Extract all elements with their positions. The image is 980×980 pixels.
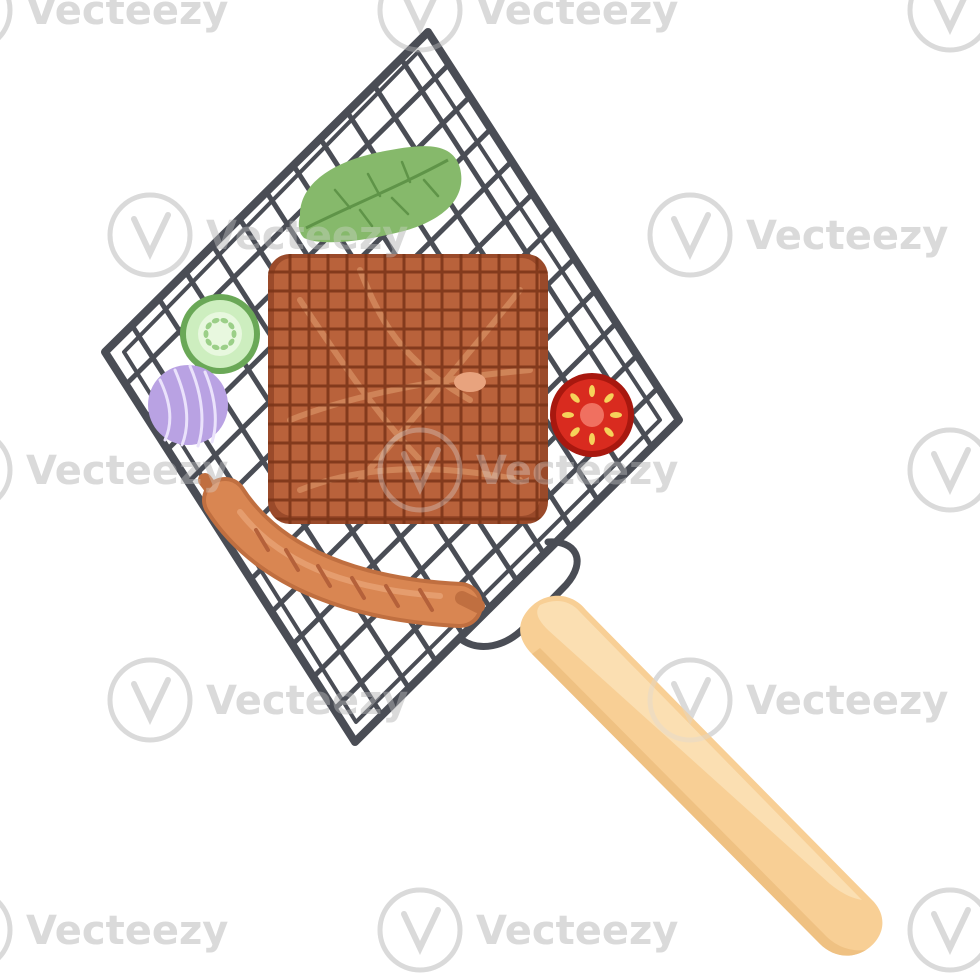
- vecteezy-logo-icon: Vecteezy: [647, 192, 948, 278]
- sausage-mark: [316, 564, 332, 588]
- watermark-text: Vecteezy: [476, 908, 678, 954]
- vecteezy-logo-icon: Vecteezy: [647, 192, 948, 278]
- lettuce-leaf-icon: [298, 146, 462, 243]
- cucumber-seed: [231, 330, 237, 338]
- tomato-seed: [610, 412, 622, 418]
- sausage-icon: [198, 473, 485, 628]
- watermark-text: Vecteezy: [26, 0, 228, 34]
- vecteezy-logo-icon: Vecteezy: [907, 427, 980, 513]
- watermark-text: Vecteezy: [26, 908, 228, 954]
- vecteezy-logo-icon: Vecteezy: [377, 0, 678, 53]
- tomato-seed: [604, 427, 614, 437]
- cucumber-seed: [211, 318, 220, 324]
- cucumber-seed: [203, 330, 209, 338]
- cucumber-seed: [220, 318, 229, 324]
- watermark-text: Vecteezy: [746, 213, 948, 259]
- sausage-mark: [284, 548, 300, 572]
- tomato-seed: [589, 385, 595, 397]
- cucumber-seed: [220, 344, 229, 350]
- tomato-seed: [604, 393, 614, 403]
- sausage-mark: [254, 528, 270, 552]
- watermark-text: Vecteezy: [476, 0, 678, 34]
- watermark-text: Vecteezy: [746, 213, 948, 259]
- watermark-text: Vecteezy: [26, 0, 228, 34]
- sausage-mark: [418, 588, 434, 612]
- vecteezy-logo-icon: Vecteezy: [0, 0, 228, 41]
- wooden-handle-icon: [520, 595, 883, 956]
- vecteezy-logo-icon: Vecteezy: [907, 887, 980, 973]
- vecteezy-logo-icon: Vecteezy: [107, 657, 408, 743]
- tomato-seed: [562, 412, 574, 418]
- sausage-mark: [350, 576, 366, 600]
- vecteezy-logo-icon: Vecteezy: [0, 899, 228, 961]
- watermark-text: Vecteezy: [476, 0, 678, 34]
- cucumber-seed: [211, 344, 220, 350]
- vecteezy-logo-icon: Vecteezy: [907, 427, 980, 513]
- watermark-text: Vecteezy: [476, 908, 678, 954]
- watermark-text: Vecteezy: [746, 678, 948, 724]
- tomato-seed: [589, 433, 595, 445]
- vecteezy-logo-icon: Vecteezy: [907, 0, 980, 53]
- vecteezy-logo-icon: Vecteezy: [107, 192, 408, 278]
- vecteezy-logo-icon: Vecteezy: [907, 887, 980, 973]
- tomato-seed: [570, 393, 580, 403]
- handle-wire-loop: [458, 538, 581, 650]
- cucumber-seed: [205, 322, 212, 330]
- cucumber-seed: [228, 338, 235, 346]
- vecteezy-logo-icon: Vecteezy: [647, 657, 948, 743]
- vecteezy-logo-icon: Vecteezy: [0, 439, 228, 501]
- tomato-seed: [570, 427, 580, 437]
- vecteezy-logo-icon: Vecteezy: [0, 0, 228, 41]
- vecteezy-logo-icon: Vecteezy: [647, 657, 948, 743]
- tomato-slice-icon: [550, 373, 634, 457]
- vecteezy-logo-icon: Vecteezy: [377, 427, 678, 513]
- vecteezy-logo-icon: Vecteezy: [107, 657, 408, 743]
- onion-slice-icon: [148, 364, 228, 448]
- cucumber-seed: [228, 322, 235, 330]
- vecteezy-logo-icon: Vecteezy: [377, 887, 678, 973]
- cucumber-seed: [205, 338, 212, 346]
- vecteezy-logo-icon: Vecteezy: [377, 887, 678, 973]
- watermark-text: Vecteezy: [26, 448, 228, 494]
- watermark-text: Vecteezy: [26, 908, 228, 954]
- watermark-text: Vecteezy: [746, 678, 948, 724]
- watermark-text: Vecteezy: [206, 678, 408, 724]
- watermark-text: Vecteezy: [476, 448, 678, 494]
- steak-icon: [268, 254, 548, 524]
- vecteezy-logo-icon: Vecteezy: [377, 0, 678, 53]
- vecteezy-logo-icon: Vecteezy: [907, 0, 980, 53]
- watermark-text: Vecteezy: [206, 213, 408, 259]
- sausage-mark: [384, 584, 400, 608]
- cucumber-slice-icon: [180, 294, 260, 374]
- vecteezy-logo-icon: Vecteezy: [0, 899, 228, 961]
